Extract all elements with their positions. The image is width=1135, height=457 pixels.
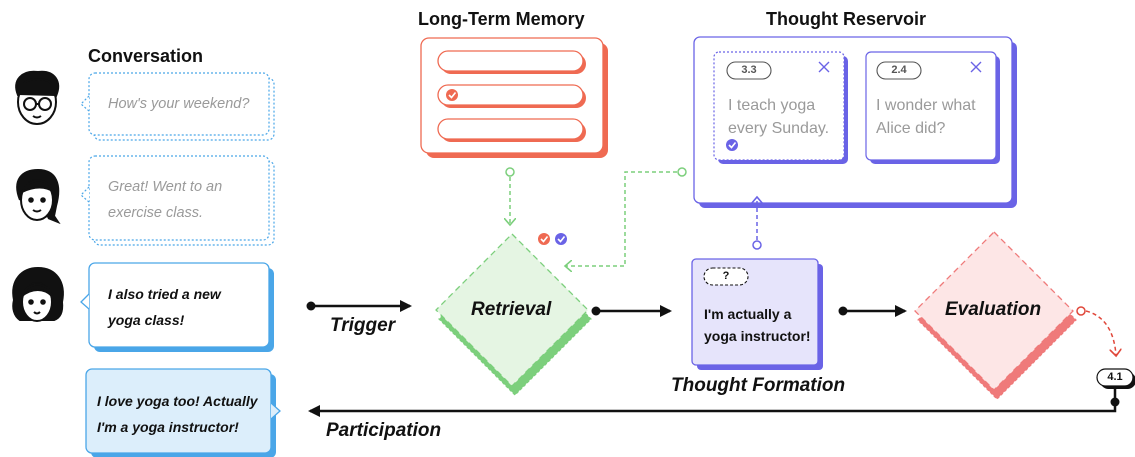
evaluation-score: 4.1 [1107,371,1123,383]
message-3-line-1: I also tried a new [108,286,221,302]
formation-to-reservoir-arrow [753,198,761,250]
reservoir-to-retrieval-arrow [566,167,687,266]
formed-thought-score: ? [722,270,730,282]
thought-reservoir-title: Thought Reservoir [766,9,927,29]
avatar-man-glasses [15,70,60,125]
formed-thought-line-2: yoga instructor! [704,328,811,344]
close-icon [818,61,830,73]
avatar-woman-2 [12,266,64,322]
evaluation-score-badge [1096,368,1135,389]
retrieval-diamond [435,233,592,396]
evaluation-label: Evaluation [945,299,1042,320]
card-1-score: 3.3 [741,64,757,76]
evaluation-to-score-arrow [1076,306,1116,355]
trigger-label: Trigger [330,315,396,336]
retrieval-label: Retrieval [471,299,552,320]
bubble-2 [80,155,275,246]
card-1-line-2: every Sunday. [728,120,830,137]
thought-formation-box [691,258,823,370]
formed-thought-line-1: I'm actually a [704,306,792,322]
message-2-line-1: Great! Went to an [108,179,223,195]
message-2-line-2: exercise class. [108,205,204,221]
message-1-line-1: How's your weekend? [108,96,250,112]
avatar-woman-1 [16,168,61,225]
message-3-line-2: yoga class! [108,312,185,328]
thought-formation-label: Thought Formation [671,375,846,396]
memory-check-icon [538,233,550,245]
trigger-arrow [306,300,412,312]
memory-check-icon [446,89,458,101]
card-2-line-2: Alice did? [876,120,946,137]
participation-label: Participation [326,420,442,441]
message-4-line-1: I love yoga too! Actually [97,393,258,409]
long-term-memory-title: Long-Term Memory [418,9,585,29]
retrieval-to-formation-arrow [591,305,672,317]
bubble-4 [85,368,281,457]
card-1-line-1: I teach yoga [728,97,816,114]
thought-reservoir-panel [693,36,1017,208]
evaluation-diamond [914,231,1077,400]
bubble-1 [80,72,275,141]
reservoir-check-icon [555,233,567,245]
message-4-line-2: I'm a yoga instructor! [97,419,239,435]
close-icon [970,61,982,73]
conversation-title: Conversation [88,46,204,66]
reservoir-check-icon [726,139,738,151]
long-term-memory-panel [420,37,608,158]
card-2-line-1: I wonder what [876,97,976,114]
formation-to-evaluation-arrow [838,305,907,317]
bubble-3 [80,262,274,352]
card-2-score: 2.4 [891,64,907,76]
memory-to-retrieval-arrow [506,167,514,224]
participation-arrow [308,388,1120,417]
